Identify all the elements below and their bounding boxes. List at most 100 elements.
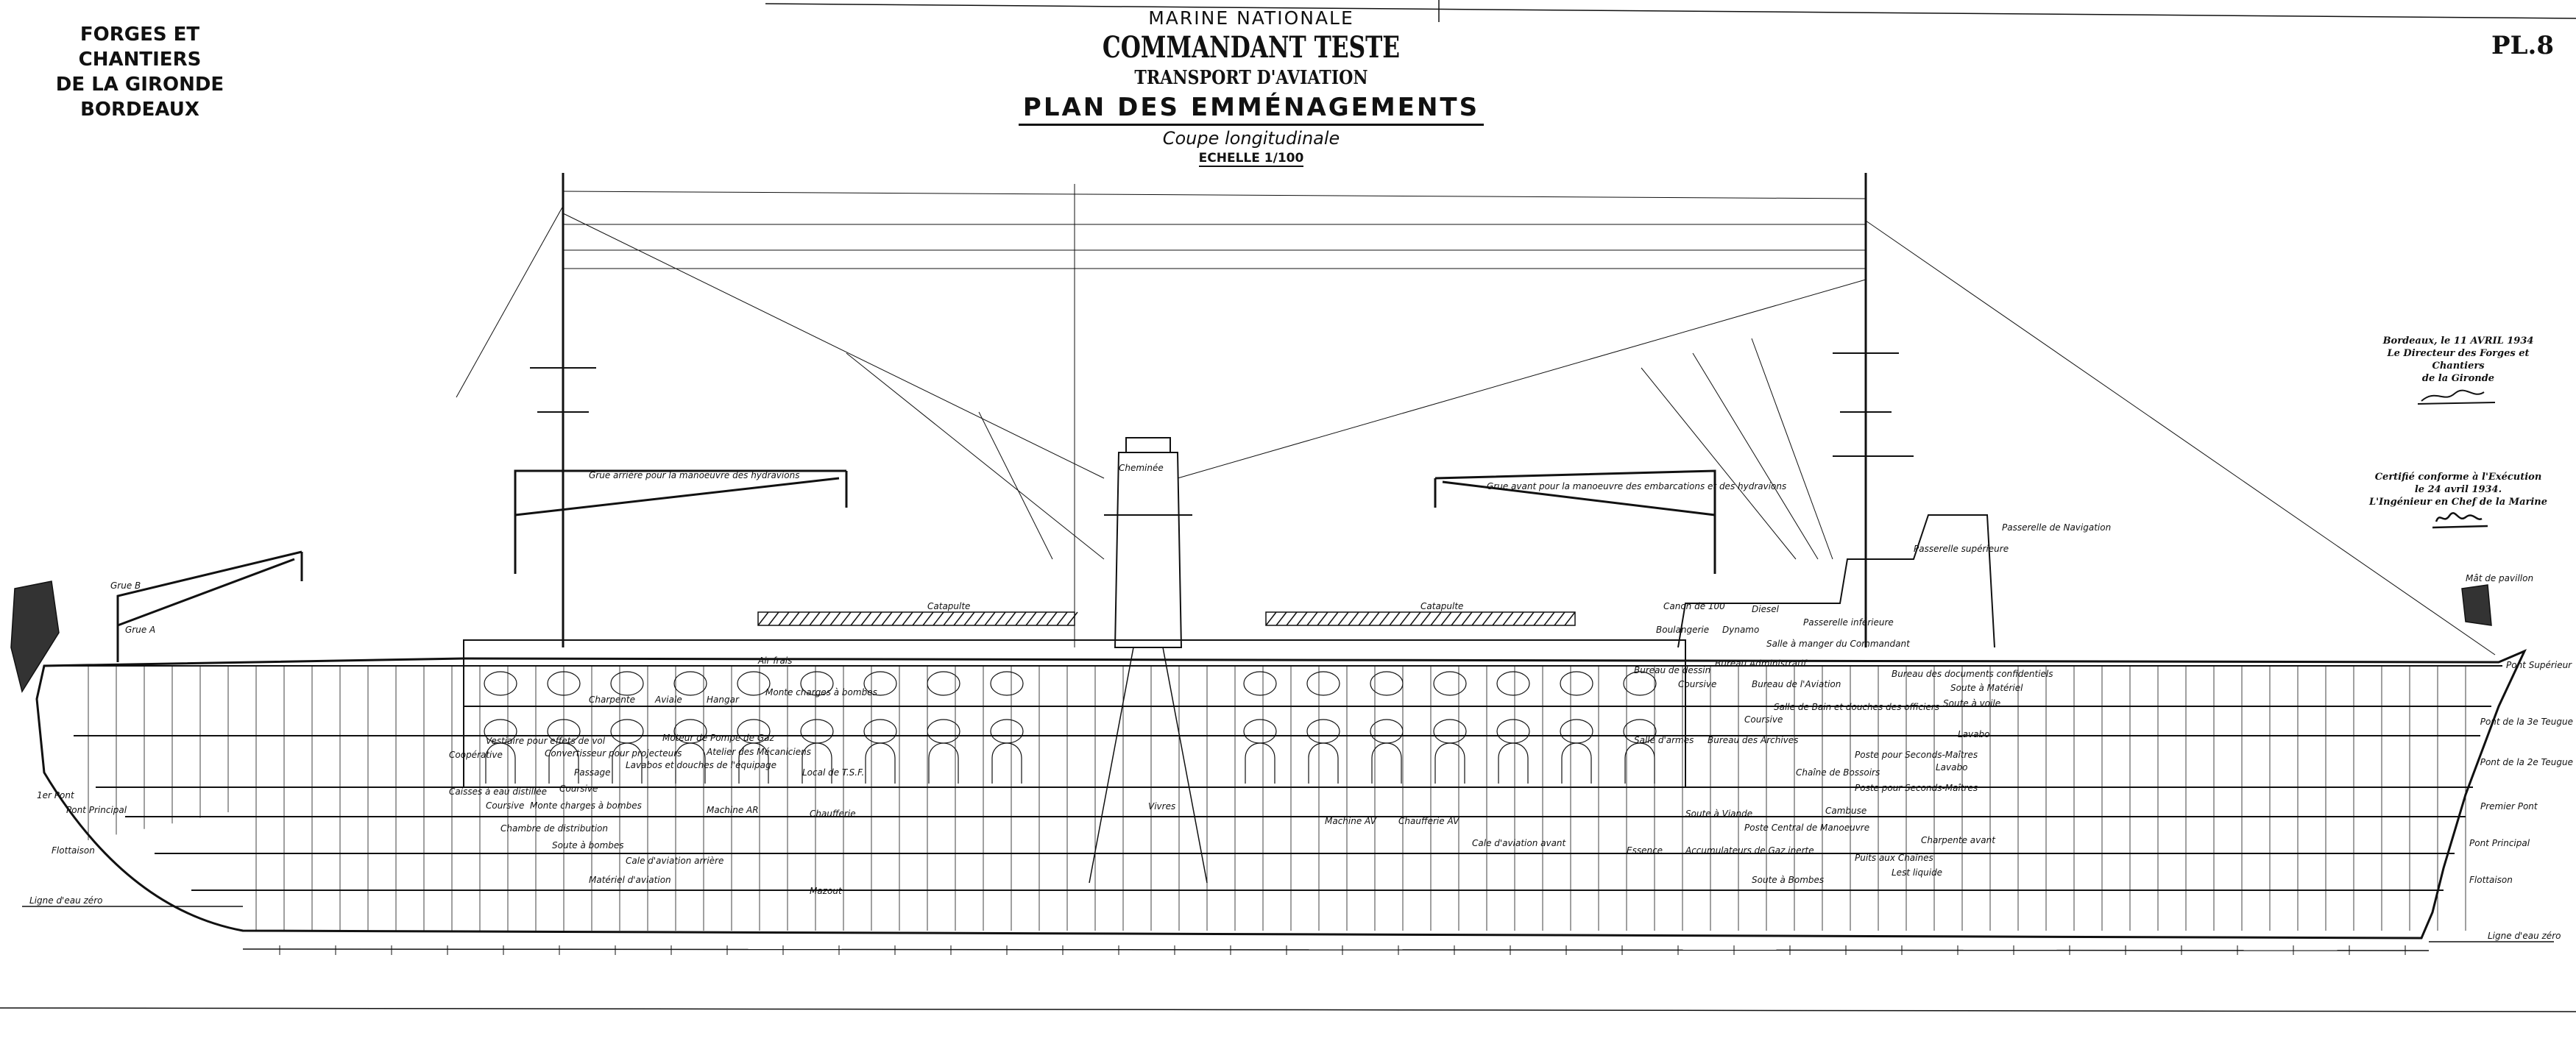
room-label: Hangar [707, 695, 740, 705]
deck-label: Ligne d'eau zéro [2488, 931, 2561, 941]
room-label: Coopérative [449, 750, 503, 760]
room-label: Vivres [1148, 801, 1175, 812]
approval-line: le 24 avril 1934. [2414, 484, 2502, 495]
catapult-strut [809, 611, 821, 626]
ship-type: TRANSPORT D'AVIATION [1134, 67, 1368, 89]
approval-line: L'Ingénieur en Chef de la Marine [2368, 497, 2548, 508]
hangar-window [800, 671, 834, 696]
room-label: Poste pour Seconds-Maîtres [1855, 783, 1978, 793]
room-label: Passerelle de Navigation [2002, 522, 2111, 533]
catapult-strut [1358, 611, 1370, 626]
catapult-strut [1275, 611, 1287, 626]
room-label: Monte charges à bombes [530, 800, 642, 811]
room-label: Passerelle inférieure [1803, 617, 1894, 628]
hangar-door [485, 742, 516, 784]
hangar-window [484, 671, 517, 696]
plan-title: PLAN DES EMMÉNAGEMENTS [1018, 91, 1485, 126]
catapult-strut [1430, 611, 1442, 626]
deck-label: Pont de la 3e Teugue [2480, 717, 2573, 727]
room-label: Soute à Viande [1685, 809, 1752, 819]
sheet-border-bottom [0, 1007, 2576, 1012]
room-label: Chaufferie [810, 809, 856, 819]
catapult-strut [1471, 611, 1483, 626]
catapult-strut [1025, 611, 1037, 626]
catapult-strut [881, 611, 893, 626]
room-label: Bureau des Archives [1708, 735, 1798, 745]
plate-number: PL.8 [2491, 31, 2554, 60]
hangar-window [1370, 671, 1404, 696]
room-label: Chambre de distribution [500, 823, 608, 834]
room-label: Soute à voile [1943, 698, 2000, 709]
catapult-strut [1286, 611, 1298, 626]
room-label: Moteur de Pompe de Gaz [662, 733, 775, 743]
catapult-strut [1005, 611, 1016, 626]
hangar-door [1624, 742, 1655, 784]
room-label: Poste pour Seconds-Maîtres [1855, 750, 1978, 760]
deck-label: Pont de la 2e Teugue [2480, 757, 2573, 767]
uptakes [1089, 647, 1208, 884]
room-label: Bureau de dessin [1634, 665, 1710, 675]
room-label: Lavabos et douches de l'équipage [626, 760, 776, 770]
hangar-window [1560, 719, 1593, 744]
room-label: Grue B [110, 580, 141, 591]
catapult-strut [871, 611, 882, 626]
catapult-strut [1512, 611, 1524, 626]
hangar-window [547, 671, 581, 696]
deck-label: Pont Principal [2469, 838, 2530, 848]
room-label: Passage [574, 767, 610, 778]
approval-line: de la Gironde [2421, 373, 2495, 384]
catapult-strut [902, 611, 913, 626]
room-label: Grue arrière pour la manoeuvre des hydra… [589, 470, 799, 480]
room-label: Mât de pavillon [2466, 573, 2533, 583]
hangar-window [1306, 719, 1340, 744]
hangar-door [928, 742, 959, 784]
signature-navy [2432, 512, 2488, 529]
room-label: Chaufferie AV [1398, 816, 1459, 826]
room-label: Machine AR [707, 805, 759, 815]
room-label: Bureau de l'Aviation [1752, 679, 1841, 689]
catapult-strut [1482, 611, 1493, 626]
catapult-strut [933, 611, 944, 626]
room-label: Lavabo [1936, 762, 1967, 773]
hangar-window [1496, 719, 1530, 744]
room-label: Cambuse [1825, 806, 1866, 816]
rigging-lines [456, 184, 2496, 656]
catapult-strut [1399, 611, 1411, 626]
catapult-strut [829, 611, 841, 626]
catapult-strut [963, 611, 975, 626]
room-label: Salle de Bain et douches des officiers [1774, 702, 1939, 712]
room-label: Cheminée [1119, 463, 1164, 473]
approval-line: Certifié conforme à l'Exécution [2374, 472, 2542, 483]
funnel [1104, 437, 1192, 648]
hangar-window [800, 719, 834, 744]
room-label: Boulangerie [1656, 625, 1709, 635]
catapult-strut [768, 611, 779, 626]
room-label: Salle d'armes [1634, 735, 1694, 745]
catapult-strut [943, 611, 955, 626]
hangar-window [610, 719, 644, 744]
room-label: Soute à Matériel [1950, 683, 2023, 693]
room-label: Coursive [1744, 714, 1783, 725]
catapult-strut [1306, 611, 1318, 626]
hangar-window [1560, 671, 1593, 696]
catapult-strut [778, 611, 790, 626]
room-label: Essence [1627, 845, 1663, 856]
catapult-strut [1440, 611, 1452, 626]
hangar-window [863, 671, 897, 696]
room-label: Coursive [1678, 679, 1716, 689]
room-label: Puits aux Chaînes [1855, 853, 1933, 863]
hangar-window [990, 671, 1024, 696]
catapult-strut [1502, 611, 1514, 626]
room-label: Accumulateurs de Gaz inerte [1685, 845, 1814, 856]
hangar-door [802, 742, 832, 784]
room-label: Cale d'aviation avant [1472, 838, 1567, 848]
hangar-door [1371, 742, 1402, 784]
room-label: Mazout [810, 886, 843, 896]
room-label: Lavabo [1958, 729, 1989, 739]
catapult-strut [1015, 611, 1027, 626]
view-title: Coupe longitudinale [1162, 128, 1340, 149]
catapult-strut [1554, 611, 1565, 626]
hangar-window [1370, 719, 1404, 744]
approval-line: Le Directeur des Forges et Chantiers [2387, 348, 2530, 372]
room-label: Coursive [559, 784, 598, 794]
